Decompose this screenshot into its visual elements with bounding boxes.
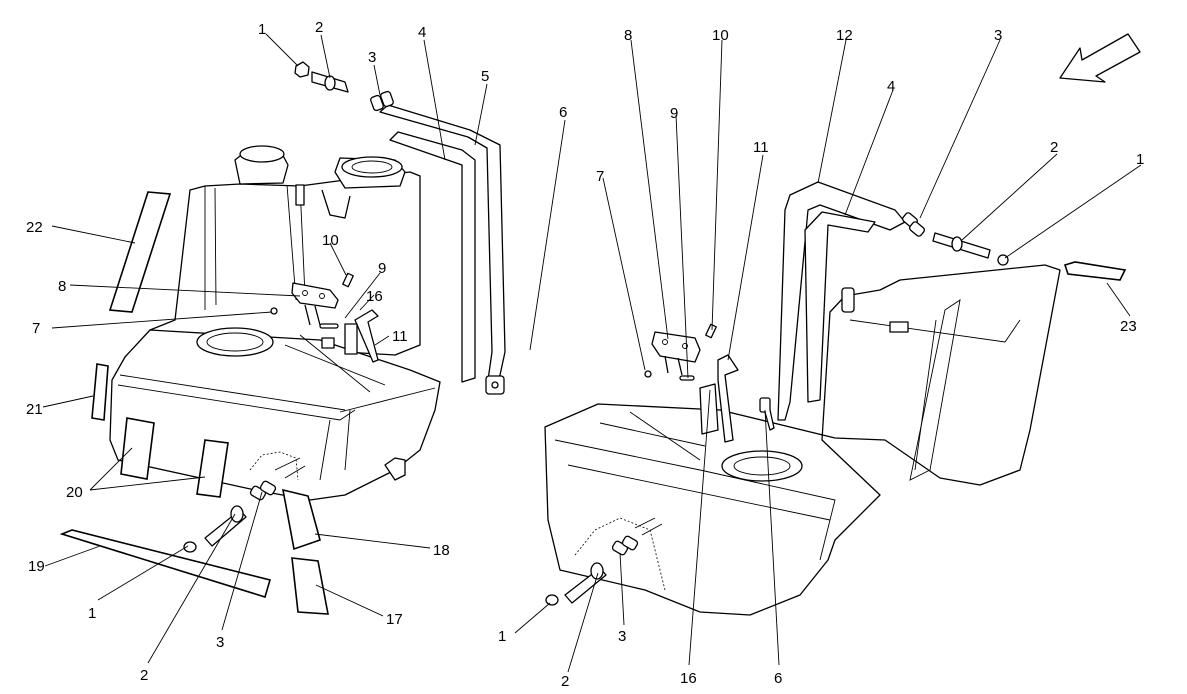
callout-1: 1 — [258, 21, 266, 38]
callout-labels: 1 2 3 4 5 6 10 9 16 11 8 7 22 21 20 19 1… — [26, 19, 1144, 690]
callout-1-lower-left: 1 — [88, 605, 96, 622]
callout-10-right: 10 — [712, 27, 729, 44]
callout-20: 20 — [66, 484, 83, 501]
callout-1-right: 1 — [1136, 151, 1144, 168]
left-pads — [59, 191, 329, 615]
left-bolt-set-top — [294, 61, 394, 112]
left-bracket-hardware — [270, 272, 379, 363]
arrow-down-left-icon — [1059, 33, 1141, 83]
callout-10: 10 — [322, 232, 339, 249]
callout-5: 5 — [481, 68, 489, 85]
callout-2-lower-right: 2 — [561, 673, 569, 690]
callout-19: 19 — [28, 558, 45, 575]
left-fuel-tank — [109, 145, 441, 501]
right-fuel-tank — [544, 264, 1061, 616]
leader-lines — [42, 33, 1142, 673]
callout-12: 12 — [836, 27, 853, 44]
callout-3: 3 — [368, 49, 376, 66]
callout-4: 4 — [418, 24, 426, 41]
callout-6-right: 6 — [774, 670, 782, 687]
right-straps — [777, 181, 906, 421]
pad-23 — [1063, 261, 1127, 281]
callout-1-lower-right: 1 — [498, 628, 506, 645]
left-bolt-set-bottom — [183, 457, 306, 553]
callout-22: 22 — [26, 219, 43, 236]
callout-11-right: 11 — [753, 139, 769, 156]
callout-2-right: 2 — [1050, 139, 1058, 156]
callout-3-lower-right: 3 — [618, 628, 626, 645]
callout-2-lower-left: 2 — [140, 667, 148, 684]
callout-17: 17 — [386, 611, 403, 628]
right-bolt-set-top — [902, 212, 1009, 266]
callout-9-right: 9 — [670, 105, 678, 122]
callout-4-right: 4 — [887, 78, 895, 95]
callout-9: 9 — [378, 260, 386, 277]
callout-3-right: 3 — [994, 27, 1002, 44]
callout-8-right: 8 — [624, 27, 632, 44]
callout-3-lower-left: 3 — [216, 634, 224, 651]
callout-16: 16 — [366, 288, 383, 305]
callout-23: 23 — [1120, 318, 1137, 335]
callout-7: 7 — [32, 320, 40, 337]
callout-18: 18 — [433, 542, 450, 559]
callout-11: 11 — [392, 328, 408, 345]
callout-16-right: 16 — [680, 670, 697, 687]
callout-2: 2 — [315, 19, 323, 36]
callout-21: 21 — [26, 401, 43, 418]
callout-6: 6 — [559, 104, 567, 121]
left-straps — [379, 104, 506, 395]
callout-8: 8 — [58, 278, 66, 295]
callout-7-right: 7 — [596, 168, 604, 185]
right-bolt-set-bottom — [545, 517, 663, 606]
